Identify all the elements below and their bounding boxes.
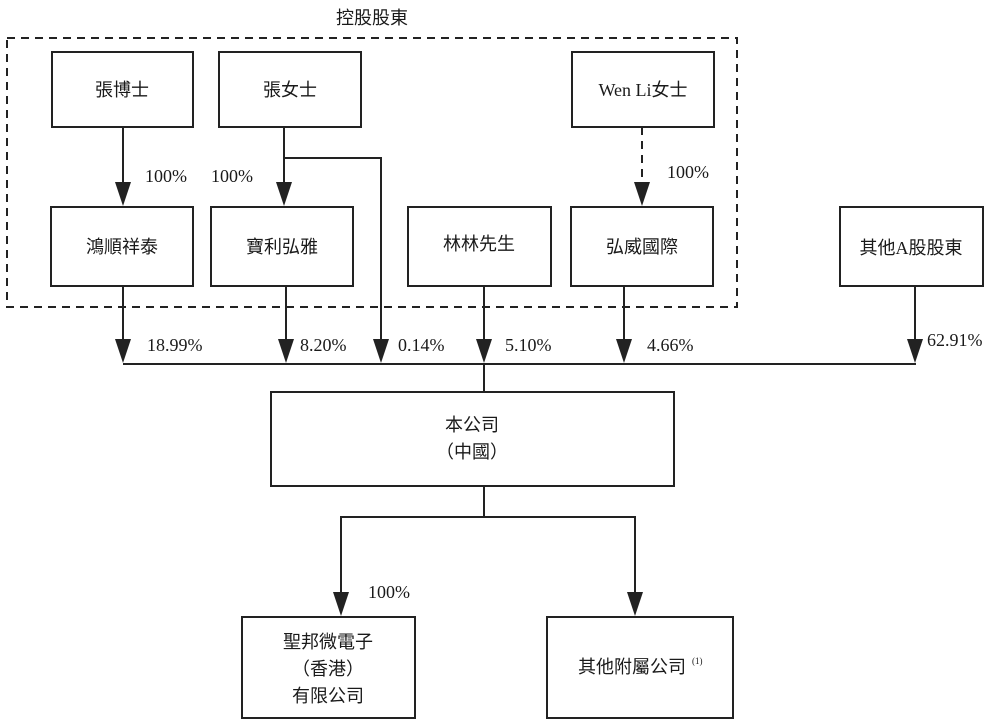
pct-wen-li-hongwei: 100% bbox=[667, 162, 709, 182]
svg-text:本公司: 本公司 bbox=[445, 415, 499, 435]
svg-text:其他附屬公司: 其他附屬公司 bbox=[578, 657, 686, 677]
arrowhead bbox=[278, 339, 294, 363]
svg-text:張博士: 張博士 bbox=[95, 80, 149, 100]
arrowhead bbox=[616, 339, 632, 363]
svg-text:聖邦微電子: 聖邦微電子 bbox=[283, 632, 373, 652]
arrowhead bbox=[627, 592, 643, 616]
node-hongwei: 弘威國際 bbox=[570, 206, 714, 287]
controlling-shareholders-group bbox=[6, 37, 738, 308]
node-company: 本公司 （中國） bbox=[270, 391, 675, 487]
svg-text:有限公司: 有限公司 bbox=[292, 686, 364, 706]
svg-text:鴻順祥泰: 鴻順祥泰 bbox=[86, 237, 158, 257]
node-other-subsidiaries: 其他附屬公司 (1) bbox=[546, 616, 734, 719]
arrowhead bbox=[276, 182, 292, 206]
pct-company-hk: 100% bbox=[368, 582, 410, 602]
svg-text:弘威國際: 弘威國際 bbox=[606, 237, 678, 257]
pct-other-a-company: 62.91% bbox=[927, 330, 983, 350]
pct-ms-zhang-company: 0.14% bbox=[398, 335, 445, 355]
svg-text:張女士: 張女士 bbox=[263, 80, 317, 100]
node-other-a-shareholders: 其他A股股東 bbox=[839, 206, 984, 287]
arrowhead bbox=[907, 339, 923, 363]
svg-text:Wen Li女士: Wen Li女士 bbox=[598, 80, 687, 100]
arrowhead bbox=[115, 339, 131, 363]
controlling-shareholders-label: 控股股東 bbox=[336, 8, 408, 28]
node-ms-zhang: 張女士 bbox=[218, 51, 362, 128]
pct-ms-zhang-baoli: 100% bbox=[211, 166, 253, 186]
node-hongshun: 鴻順祥泰 bbox=[50, 206, 194, 287]
footnote-marker: (1) bbox=[692, 656, 703, 666]
pct-hongwei-company: 4.66% bbox=[647, 335, 694, 355]
arrowhead bbox=[476, 339, 492, 363]
pct-linlin-company: 5.10% bbox=[505, 335, 552, 355]
subsidiary-branch-line bbox=[340, 516, 636, 600]
svg-text:其他A股股東: 其他A股股東 bbox=[860, 238, 963, 258]
arrowhead bbox=[333, 592, 349, 616]
svg-text:（中國）: （中國） bbox=[436, 442, 508, 462]
node-linlin: 林林先生 bbox=[407, 206, 552, 287]
arrowhead bbox=[373, 339, 389, 363]
connectors bbox=[115, 127, 923, 616]
node-baoli: 寶利弘雅 bbox=[210, 206, 354, 287]
arrowhead bbox=[634, 182, 650, 206]
pct-baoli-company: 8.20% bbox=[300, 335, 347, 355]
svg-text:林林先生: 林林先生 bbox=[443, 234, 515, 254]
node-dr-zhang: 張博士 bbox=[51, 51, 194, 128]
pct-dr-zhang-hongshun: 100% bbox=[145, 166, 187, 186]
node-wen-li: Wen Li女士 bbox=[571, 51, 715, 128]
svg-text:（香港）: （香港） bbox=[292, 659, 364, 679]
arrowhead bbox=[115, 182, 131, 206]
pct-hongshun-company: 18.99% bbox=[147, 335, 203, 355]
svg-text:寶利弘雅: 寶利弘雅 bbox=[246, 237, 318, 257]
edge-ms-zhang-company bbox=[284, 157, 382, 345]
node-hk-subsidiary: 聖邦微電子 （香港） 有限公司 bbox=[241, 616, 416, 719]
